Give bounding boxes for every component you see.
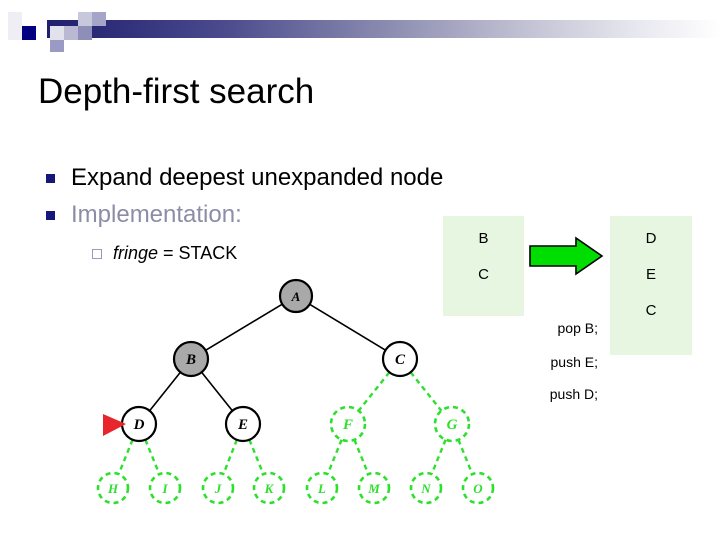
banner-square [22, 12, 36, 26]
operation-label-pop: pop B; [557, 320, 598, 336]
tree-node-j[interactable]: J [201, 471, 235, 505]
tree-node-circle [278, 278, 314, 314]
bullet-item-implementation: Implementation: [46, 203, 242, 227]
tree-node-label: C [395, 352, 406, 368]
tree-node-circle [381, 340, 419, 378]
tree-node-label: H [107, 481, 119, 496]
stack-after-item: E [645, 266, 656, 283]
tree-node-group: A B C D E F G H I J K L M N O [96, 278, 495, 505]
red-triangle-pointer-icon [103, 414, 126, 436]
banner-gradient-bar [47, 20, 720, 38]
tree-node-label: E [237, 417, 248, 433]
tree-edge-group [117, 303, 474, 475]
tree-node-circle [305, 471, 339, 505]
transition-arrow [528, 236, 604, 276]
tree-edge [205, 303, 283, 351]
tree-edge [353, 439, 370, 475]
tree-node-g[interactable]: G [433, 405, 471, 443]
tree-node-label: K [264, 481, 275, 496]
tree-node-label: F [342, 417, 353, 433]
tree-node-circle [201, 471, 235, 505]
tree-node-h[interactable]: H [96, 471, 130, 505]
banner-square [50, 26, 64, 40]
tree-node-label: O [473, 481, 483, 496]
tree-node-k[interactable]: K [252, 471, 286, 505]
tree-node-circle [357, 471, 391, 505]
tree-node-label: G [447, 417, 458, 433]
subbullet-rest: = STACK [158, 243, 238, 263]
stack-after-item: C [645, 302, 657, 319]
tree-node-circle [461, 471, 495, 505]
tree-node-circle [409, 471, 443, 505]
banner-square [78, 26, 92, 40]
tree-edge [144, 439, 161, 475]
tree-node-circle [148, 471, 182, 505]
tree-node-label: N [420, 481, 431, 496]
tree-node-b[interactable]: B [172, 340, 210, 378]
tree-node-l[interactable]: L [305, 471, 339, 505]
tree-edge [357, 371, 391, 412]
tree-edge [430, 439, 447, 475]
tree-node-i[interactable]: I [148, 471, 182, 505]
tree-node-n[interactable]: N [409, 471, 443, 505]
right-arrow-icon [529, 236, 604, 276]
tree-node-label: L [317, 481, 326, 496]
tree-node-circle [224, 405, 262, 443]
tree-edge [457, 439, 474, 475]
subbullet-item-fringe: fringe = STACK [92, 244, 237, 262]
tree-node-label: I [161, 481, 168, 496]
square-filled-icon [46, 174, 55, 183]
tree-node-a[interactable]: A [278, 278, 314, 314]
stack-before-item: C [478, 266, 489, 283]
bullet-label-implementation: Implementation: [71, 201, 242, 228]
tree-node-label: A [291, 289, 301, 304]
banner-square [8, 12, 22, 40]
stack-before-item: B [478, 230, 489, 247]
tree-edge [409, 371, 443, 412]
tree-edge [326, 439, 343, 475]
stack-after-item: D [645, 230, 657, 247]
tree-node-circle [329, 405, 367, 443]
tree-edge [200, 371, 234, 412]
square-hollow-icon [92, 249, 102, 259]
tree-node-f[interactable]: F [329, 405, 367, 443]
tree-edge [148, 371, 182, 412]
tree-node-circle [96, 471, 130, 505]
tree-node-label: J [214, 481, 222, 496]
tree-edge [248, 439, 265, 475]
banner-square [92, 0, 106, 12]
operation-label-push-e: push E; [550, 354, 598, 370]
banner-square [64, 26, 78, 40]
square-filled-icon [46, 211, 55, 220]
tree-node-d[interactable]: D [120, 405, 158, 443]
tree-edge [222, 439, 238, 475]
bullet-item-expand: Expand deepest unexpanded node [46, 166, 443, 190]
tree-node-circle [433, 405, 471, 443]
tree-node-m[interactable]: M [357, 471, 391, 505]
tree-edge [309, 303, 386, 351]
banner-square [22, 26, 36, 40]
tree-node-e[interactable]: E [224, 405, 262, 443]
banner-square [92, 12, 106, 26]
banner-square [78, 12, 92, 26]
stack-after-box: D E C [610, 216, 692, 355]
subbullet-label-fringe: fringe = STACK [113, 244, 237, 262]
tree-edge [117, 439, 134, 475]
banner-square [50, 0, 64, 12]
subbullet-keyword: fringe [113, 243, 159, 263]
tree-node-label: B [185, 352, 196, 368]
banner-square [50, 40, 64, 52]
page-title: Depth-first search [38, 72, 315, 111]
operation-label-push-d: push D; [549, 386, 598, 402]
tree-node-circle [252, 471, 286, 505]
tree-node-label: D [133, 417, 145, 433]
tree-node-o[interactable]: O [461, 471, 495, 505]
bullet-label-expand: Expand deepest unexpanded node [71, 164, 444, 191]
tree-node-label: M [367, 481, 380, 496]
tree-node-circle [172, 340, 210, 378]
tree-node-c[interactable]: C [381, 340, 419, 378]
